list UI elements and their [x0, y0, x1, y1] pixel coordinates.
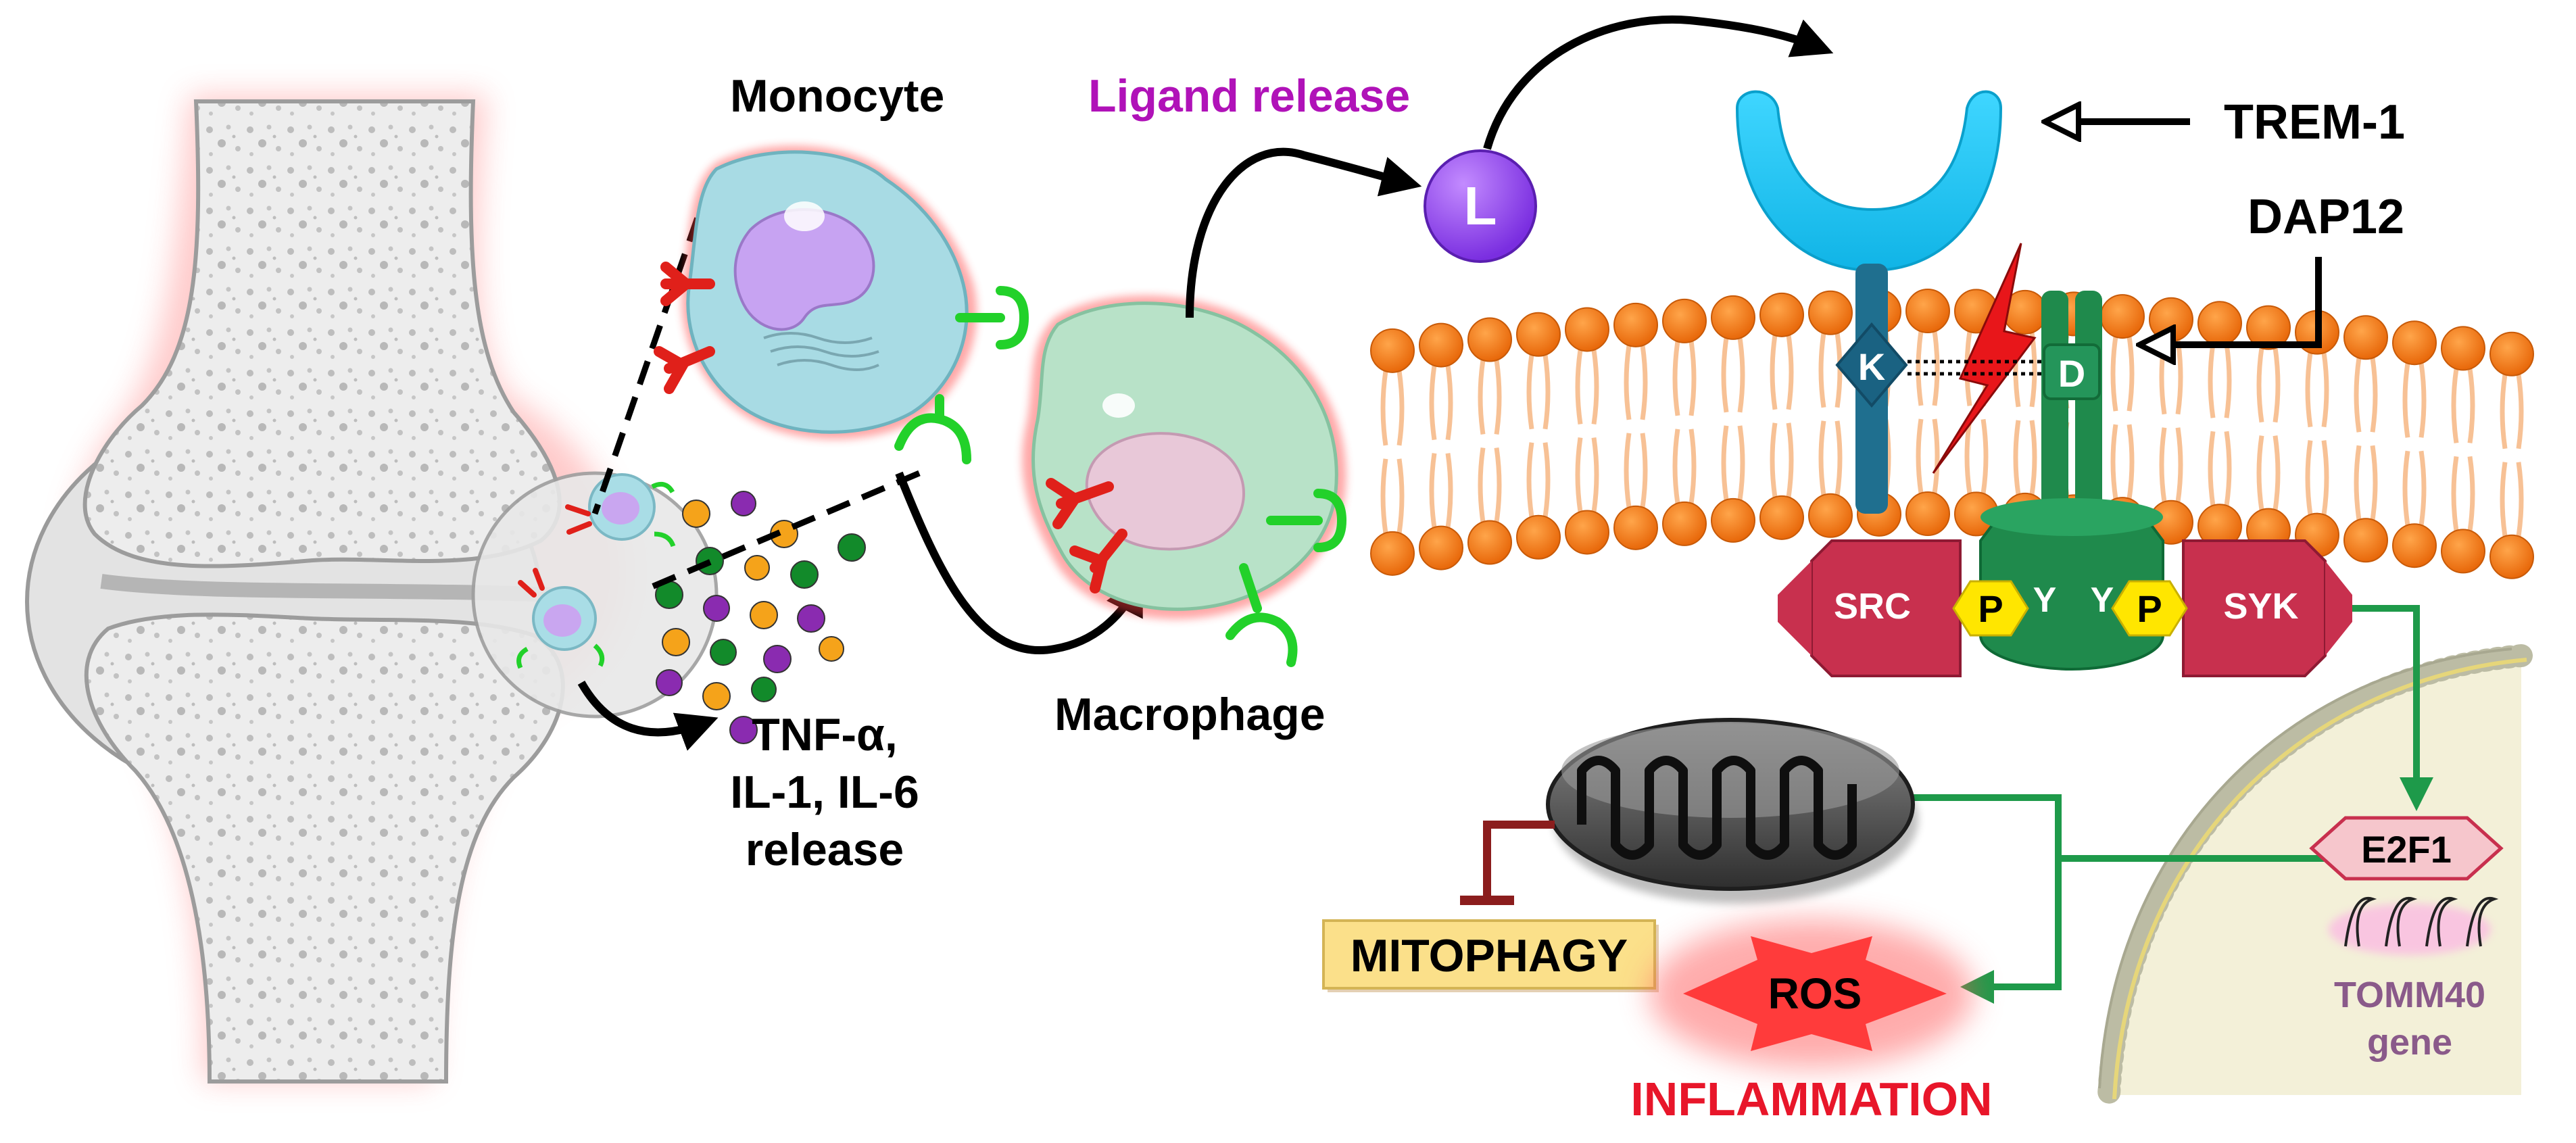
- small-macrophage-cell: [516, 568, 605, 669]
- e2f1-factor: E2F1: [2309, 816, 2504, 881]
- membrane-disruption-bolt: [1932, 243, 2037, 474]
- tomm40-gene-dna: [2329, 896, 2499, 955]
- inflammation-label: INFLAMMATION: [1630, 1073, 1992, 1125]
- arrow-syk-to-e2f1: [2352, 605, 2433, 811]
- cytokine-particles: [655, 491, 866, 744]
- arrow-ligand-to-trem1: [1483, 16, 1834, 150]
- inhibit-mitophagy: [1483, 821, 1555, 899]
- cytokine-line-2: IL-1, IL-6: [730, 767, 919, 818]
- cell-membrane: [1370, 289, 2534, 579]
- ligand-release-label: Ligand release: [1088, 70, 1410, 122]
- ros-label: ROS: [1768, 969, 1862, 1018]
- phospho-left: P: [1952, 580, 2029, 637]
- trem1-label: TREM-1: [2224, 95, 2405, 149]
- tomm40-line-1: TOMM40: [2334, 975, 2485, 1015]
- d-label: D: [2058, 352, 2085, 395]
- y-left-label: Y: [2033, 581, 2057, 620]
- trem1-receptor: K: [1735, 90, 2003, 514]
- mitophagy-box: MITOPHAGY: [1322, 919, 1659, 992]
- monocyte-label: Monocyte: [730, 70, 944, 122]
- syk-kinase: SYK: [2182, 539, 2352, 677]
- arrow-e2f1-to-ros: [1960, 858, 2062, 1004]
- e2f1-label: E2F1: [2361, 828, 2452, 871]
- k-label: K: [1858, 345, 1885, 388]
- syk-label: SYK: [2223, 586, 2298, 627]
- dap12-pointer: DAP12: [2143, 190, 2404, 345]
- cytokine-line-3: release: [746, 824, 904, 875]
- dap12-label: DAP12: [2247, 190, 2404, 244]
- cytokine-release-label: TNF-α, IL-1, IL-6 release: [730, 709, 919, 875]
- mitochondrion: [1546, 718, 1918, 904]
- p-left-label: P: [1978, 587, 2003, 630]
- arrow-to-cytokines: [577, 681, 719, 751]
- knee-joint-illustration: [25, 95, 719, 1084]
- ligand-letter: L: [1464, 176, 1497, 236]
- ros-burst: ROS: [1649, 919, 1974, 1068]
- y-right-label: Y: [2091, 581, 2114, 620]
- arrow-monocyte-to-macrophage: [895, 471, 1143, 654]
- monocyte-cell: [654, 145, 1029, 464]
- src-label: SRC: [1834, 586, 1911, 627]
- ligand-molecule: L: [1424, 149, 1537, 263]
- trem1-pointer: TREM-1: [2048, 95, 2405, 149]
- arrow-e2f1-to-mitochondrion: [1872, 781, 2332, 862]
- p-right-label: P: [2137, 587, 2162, 630]
- k-d-interaction: [1907, 360, 2043, 376]
- tomm40-line-2: gene: [2367, 1022, 2452, 1063]
- dap12-adaptor: D: [1979, 291, 2164, 671]
- phospho-right: P: [2111, 580, 2188, 637]
- mitophagy-label: MITOPHAGY: [1351, 930, 1628, 981]
- src-kinase: SRC: [1778, 539, 1962, 677]
- macrophage-label: Macrophage: [1054, 689, 1326, 740]
- macrophage-cell: [1022, 295, 1347, 667]
- cytokine-line-1: TNF-α,: [752, 709, 898, 760]
- arrow-macrophage-to-ligand: [1186, 147, 1422, 318]
